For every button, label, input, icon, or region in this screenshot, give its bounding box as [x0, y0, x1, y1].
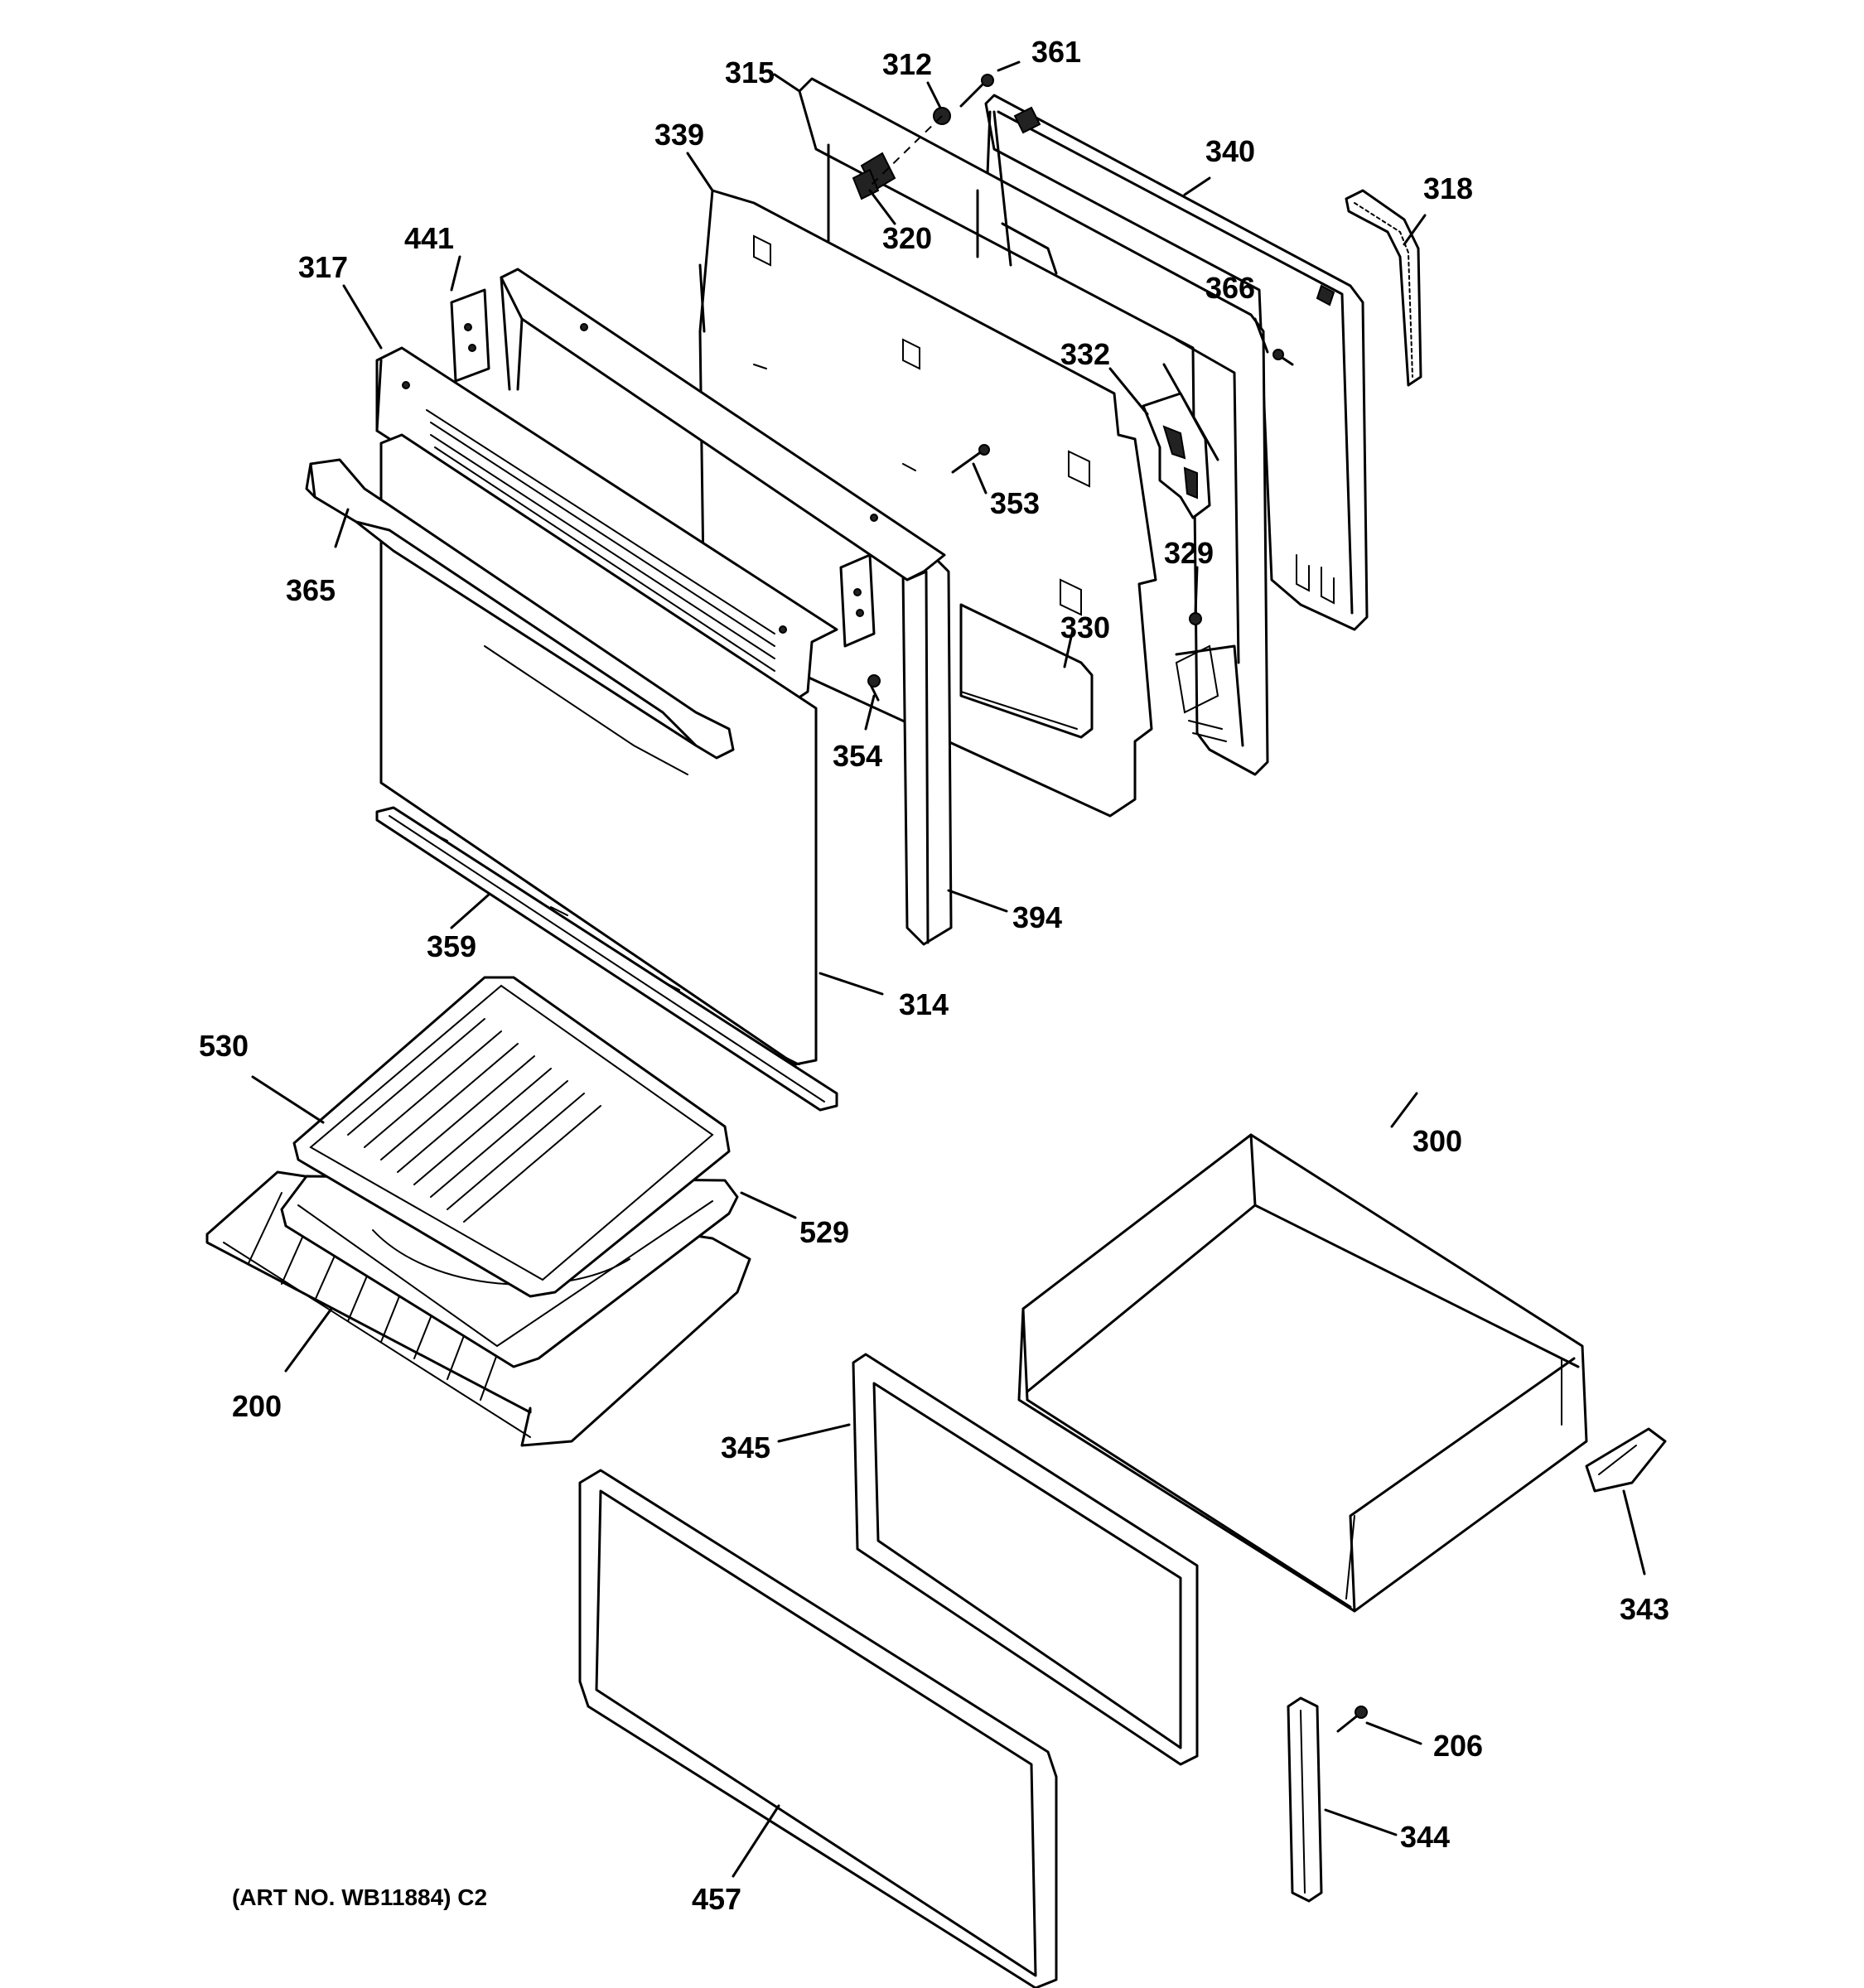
callout-340: 340 [1205, 134, 1255, 168]
callout-343: 343 [1620, 1592, 1669, 1626]
callout-353: 353 [990, 486, 1040, 520]
callout-354: 354 [833, 739, 882, 773]
part-330-window [959, 603, 1094, 739]
part-359-bottom-trim [375, 806, 838, 1112]
callout-200: 200 [232, 1389, 282, 1423]
art-number-caption: (ART NO. WB11884) C2 [232, 1884, 487, 1910]
part-353-screw [951, 444, 990, 474]
callout-345: 345 [721, 1431, 770, 1464]
part-317-door-frame [500, 268, 946, 581]
part-345-drawer-panel [852, 1353, 1199, 1766]
callout-359: 359 [427, 929, 476, 963]
callout-344: 344 [1400, 1820, 1450, 1854]
part-457-drawer-front [578, 1469, 1058, 1988]
part-340-door-gasket [984, 94, 1369, 631]
callout-530: 530 [199, 1029, 249, 1063]
part-530-broiler-grid [292, 976, 731, 1298]
part-354-screw [867, 674, 881, 702]
part-441-hinge-bracket [450, 288, 876, 648]
callout-441: 441 [404, 221, 454, 255]
callout-330: 330 [1060, 610, 1110, 644]
callout-361: 361 [1031, 35, 1081, 69]
callout-332: 332 [1060, 337, 1110, 371]
callout-206: 206 [1433, 1729, 1483, 1763]
callout-318: 318 [1423, 171, 1473, 205]
callout-394: 394 [1012, 900, 1062, 934]
callout-366: 366 [1205, 271, 1255, 305]
callout-300: 300 [1412, 1124, 1462, 1158]
part-394-side-trim [901, 553, 953, 946]
part-300-drawer-box [1017, 1133, 1588, 1613]
callout-529: 529 [799, 1215, 849, 1249]
callout-labels: 315 312 361 339 340 318 320 441 317 366 … [199, 35, 1669, 1916]
callout-457: 457 [692, 1882, 741, 1916]
part-365-door-handle [305, 458, 735, 760]
callout-317: 317 [298, 250, 348, 284]
part-206-screw [1336, 1706, 1368, 1733]
callout-315: 315 [725, 55, 775, 89]
part-361-screw [959, 74, 994, 108]
callout-314: 314 [899, 987, 949, 1021]
part-318-gasket [1345, 189, 1422, 387]
assembly-line-312 [869, 115, 943, 187]
part-366-screw [1272, 349, 1294, 366]
callout-365: 365 [286, 573, 336, 607]
part-344-drawer-rail [1287, 1696, 1323, 1903]
callout-320: 320 [882, 221, 932, 255]
callout-312: 312 [882, 47, 932, 81]
callout-329: 329 [1164, 536, 1214, 570]
part-343-drawer-stop [1585, 1427, 1667, 1493]
leader-lines [251, 60, 1646, 1878]
callout-339: 339 [654, 118, 704, 152]
part-329-screw [1189, 612, 1202, 625]
part-332-insulation-block [1142, 392, 1211, 519]
